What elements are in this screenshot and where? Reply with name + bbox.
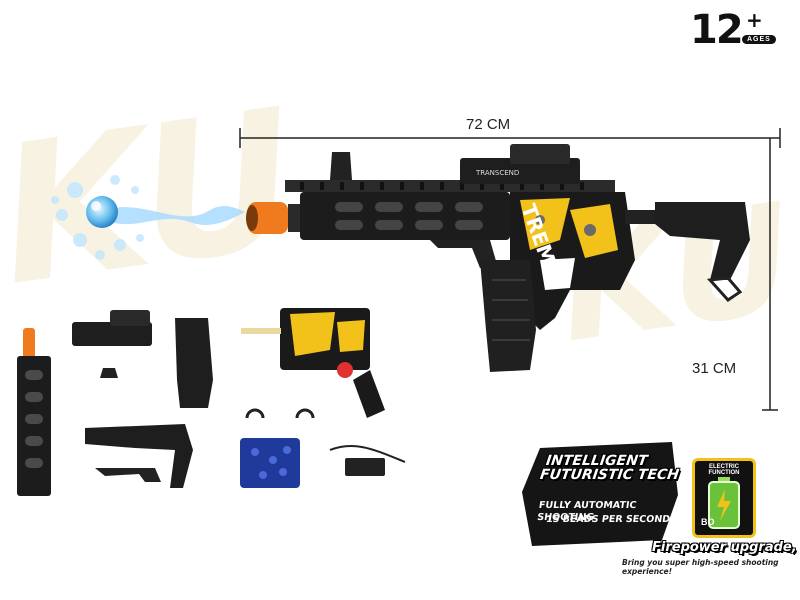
sling-swivel-1 bbox=[245, 408, 265, 419]
red-dot-sight bbox=[460, 158, 580, 184]
accessory-magazine bbox=[175, 318, 213, 408]
age-badge: 12 + AGES bbox=[690, 8, 780, 53]
accessory-scope bbox=[72, 322, 152, 346]
age-plus: + bbox=[746, 8, 763, 32]
feature-badge-shape bbox=[522, 442, 678, 546]
age-label: AGES bbox=[742, 35, 776, 44]
accessories bbox=[17, 308, 406, 496]
accessory-front-sight bbox=[100, 368, 118, 378]
badge-title-line2: FUTURISTIC TECH bbox=[538, 467, 681, 483]
magazine bbox=[480, 260, 536, 372]
camo-wrap bbox=[520, 198, 618, 290]
watermark-text-left: KU bbox=[0, 68, 309, 328]
battery-icon bbox=[708, 477, 740, 529]
firepower-title: Firepower upgrade, bbox=[652, 540, 797, 555]
scope-brand: TRANSCEND bbox=[475, 169, 519, 177]
accessory-grip bbox=[353, 370, 385, 418]
usb-charger bbox=[345, 458, 385, 476]
muzzle-tip bbox=[248, 202, 288, 234]
badge-title-line1: INTELLIGENT bbox=[544, 453, 649, 469]
handguard bbox=[300, 192, 510, 240]
battery-label: BO bbox=[701, 517, 715, 527]
age-number: 12 bbox=[690, 7, 744, 53]
stock bbox=[655, 202, 750, 280]
height-label: 31 CM bbox=[692, 360, 737, 377]
gel-bead-bag bbox=[240, 438, 300, 488]
accessory-muzzle bbox=[23, 328, 35, 358]
sling-swivel-2 bbox=[295, 408, 315, 419]
badge-line-2: 15 BEADS PER SECOND bbox=[545, 514, 671, 525]
electric-function-badge: ELECTRIC FUNCTION BO bbox=[692, 458, 756, 538]
main-gel-blaster: TRANSCEND TREME bbox=[246, 144, 750, 372]
water-bead-splash bbox=[51, 175, 245, 260]
firepower-subtitle: Bring you super high-speed shooting expe… bbox=[622, 558, 779, 576]
electric-function-title: ELECTRIC FUNCTION bbox=[708, 464, 740, 476]
length-label: 72 CM bbox=[466, 116, 511, 133]
accessory-foregrip bbox=[95, 468, 161, 482]
water-bead bbox=[86, 196, 118, 228]
accessory-stock bbox=[85, 424, 193, 488]
front-sight bbox=[330, 152, 352, 180]
feature-badge: INTELLIGENT FUTURISTIC TECH FULLY AUTOMA… bbox=[522, 440, 682, 550]
